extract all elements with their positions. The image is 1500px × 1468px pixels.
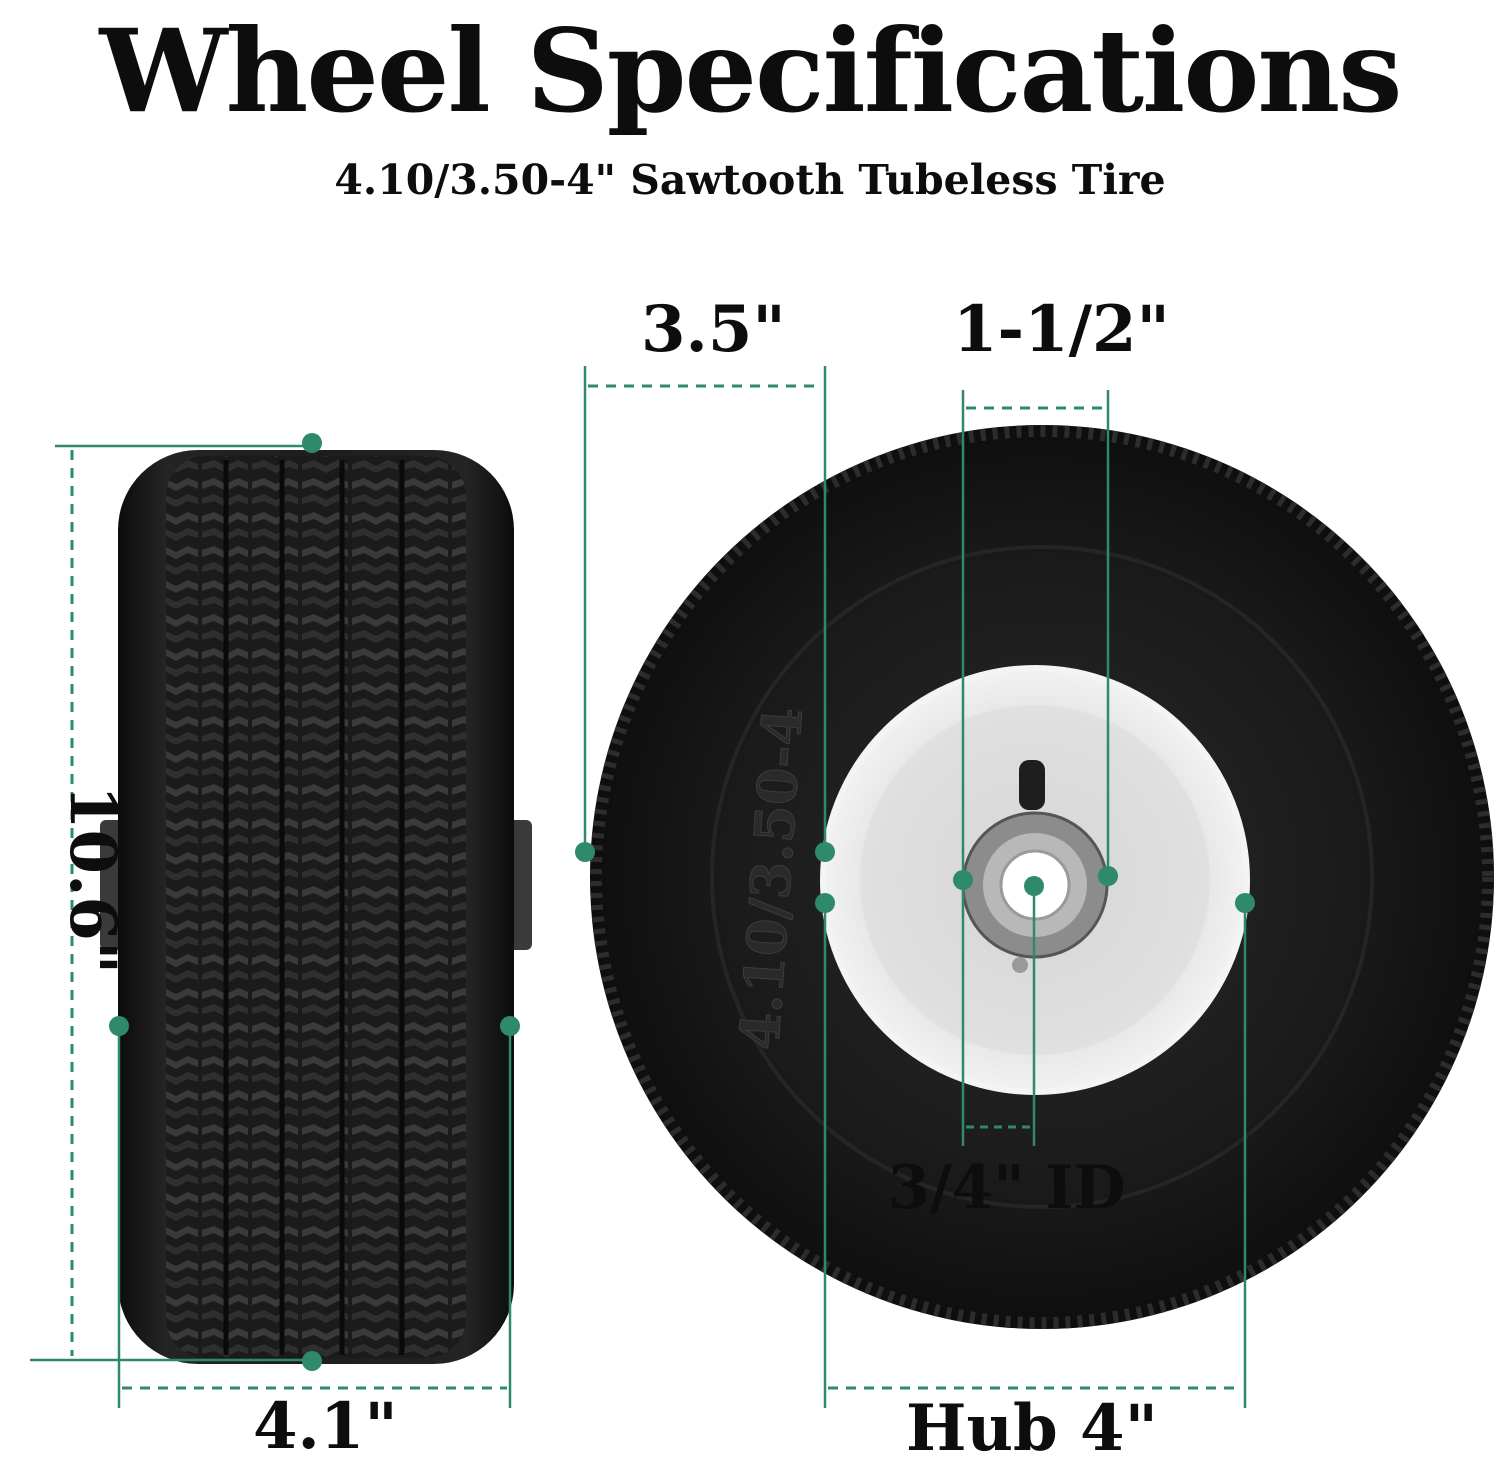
valve-stem	[1019, 760, 1045, 810]
tread-width-label: 3.5"	[641, 292, 786, 367]
page-title: Wheel Specifications	[99, 4, 1403, 138]
inner-diameter-label: 3/4" ID	[888, 1153, 1126, 1223]
dimension-lines	[30, 366, 1247, 1408]
bore-label: 1-1/2"	[953, 292, 1170, 367]
overall-height-label: 10.6"	[55, 785, 130, 975]
side-width-label: 4.1"	[253, 1389, 398, 1464]
front-view-tire: 4.10/3.50-4	[590, 425, 1494, 1329]
side-view-tire	[100, 450, 532, 1364]
front-tire-teeth	[590, 425, 1494, 1329]
side-tread	[166, 456, 466, 1358]
hub-label: Hub 4"	[906, 1391, 1158, 1466]
page-subtitle: 4.10/3.50-4" Sawtooth Tubeless Tire	[334, 156, 1166, 204]
dimension-dots	[109, 433, 1255, 1371]
